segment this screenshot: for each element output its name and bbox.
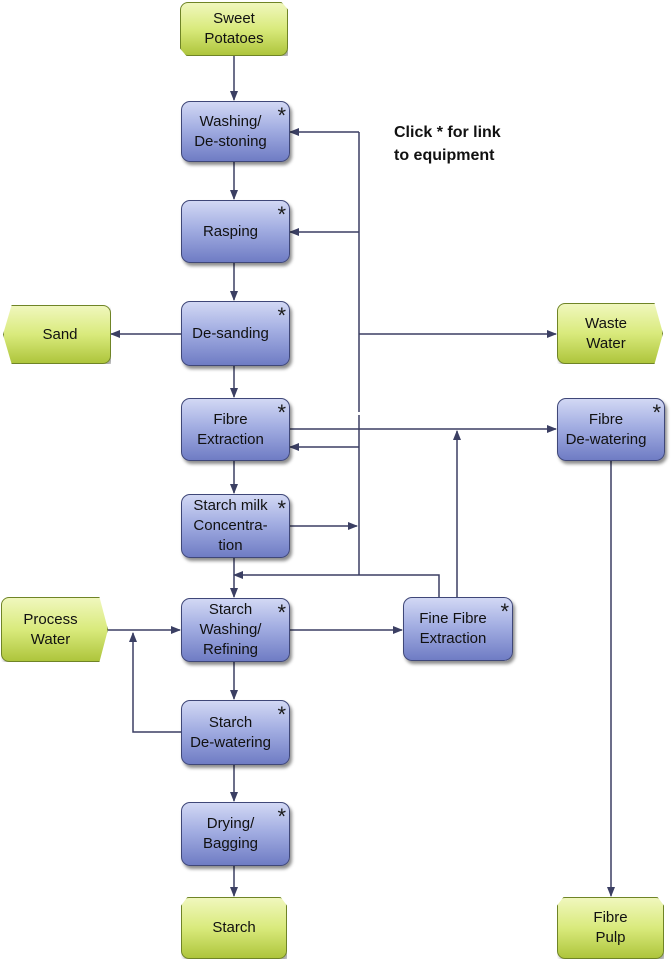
- equipment-link-star[interactable]: *: [277, 103, 286, 128]
- node-label: Starch De-watering: [190, 713, 271, 751]
- terminal-node-process-water: Process Water: [1, 597, 108, 662]
- process-node-fibre-dewatering[interactable]: Fibre De-watering*: [557, 398, 665, 461]
- process-node-rasping[interactable]: Rasping *: [181, 200, 290, 263]
- process-node-fibre-extraction[interactable]: Fibre Extraction *: [181, 398, 290, 461]
- equipment-link-star[interactable]: *: [277, 202, 286, 227]
- process-node-de-sanding[interactable]: De-sanding *: [181, 301, 290, 366]
- node-label: Fibre Pulp: [593, 909, 628, 946]
- process-node-drying[interactable]: Drying/ Bagging *: [181, 802, 290, 866]
- edge-starch-dewatering-recycle: [129, 632, 181, 733]
- terminal-node-fibre-pulp: Fibre Pulp: [557, 897, 664, 959]
- terminal-node-sweet-potatoes: Sweet Potatoes: [180, 2, 288, 56]
- node-label: Fibre Extraction: [197, 410, 264, 448]
- node-label: Washing/ De-stoning: [194, 112, 267, 150]
- terminal-node-waste-water: Waste Water: [557, 303, 663, 364]
- equipment-link-star[interactable]: *: [277, 400, 286, 425]
- node-label: Waste Water: [585, 314, 627, 352]
- process-node-starch-washing[interactable]: Starch Washing/ Refining *: [181, 598, 290, 662]
- process-node-fine-fibre[interactable]: Fine Fibre Extraction *: [403, 597, 513, 661]
- terminal-node-sand: Sand: [3, 305, 111, 364]
- node-label: De-sanding: [192, 324, 269, 342]
- node-label: Sweet Potatoes: [204, 10, 264, 47]
- process-node-starch-dewatering[interactable]: Starch De-watering*: [181, 700, 290, 765]
- node-label: Fibre De-watering: [565, 410, 647, 448]
- node-label: Sand: [42, 325, 78, 343]
- edge-fine-fibre-return: [359, 574, 440, 597]
- node-label: Fine Fibre Extraction: [419, 610, 487, 647]
- equipment-link-star[interactable]: *: [277, 702, 286, 727]
- process-node-washing[interactable]: Washing/ De-stoning *: [181, 101, 290, 162]
- node-label: Starch Washing/ Refining: [199, 601, 262, 658]
- equipment-link-star[interactable]: *: [277, 804, 286, 829]
- node-label: Drying/ Bagging: [202, 815, 259, 852]
- equipment-link-star[interactable]: *: [277, 303, 286, 328]
- node-label: Rasping: [202, 222, 259, 240]
- equipment-link-star[interactable]: *: [277, 496, 286, 521]
- equipment-link-note: Click * for link to equipment: [394, 124, 501, 164]
- process-node-starch-milk[interactable]: Starch milk Concentra- tion *: [181, 494, 290, 558]
- equipment-link-star[interactable]: *: [277, 600, 286, 625]
- node-label: Process Water: [23, 610, 78, 648]
- node-label: Starch milk Concentra- tion: [193, 497, 268, 554]
- terminal-node-starch: Starch: [181, 897, 287, 959]
- equipment-link-star[interactable]: *: [652, 400, 661, 425]
- equipment-link-star[interactable]: *: [500, 599, 509, 624]
- node-label: Starch: [212, 919, 256, 936]
